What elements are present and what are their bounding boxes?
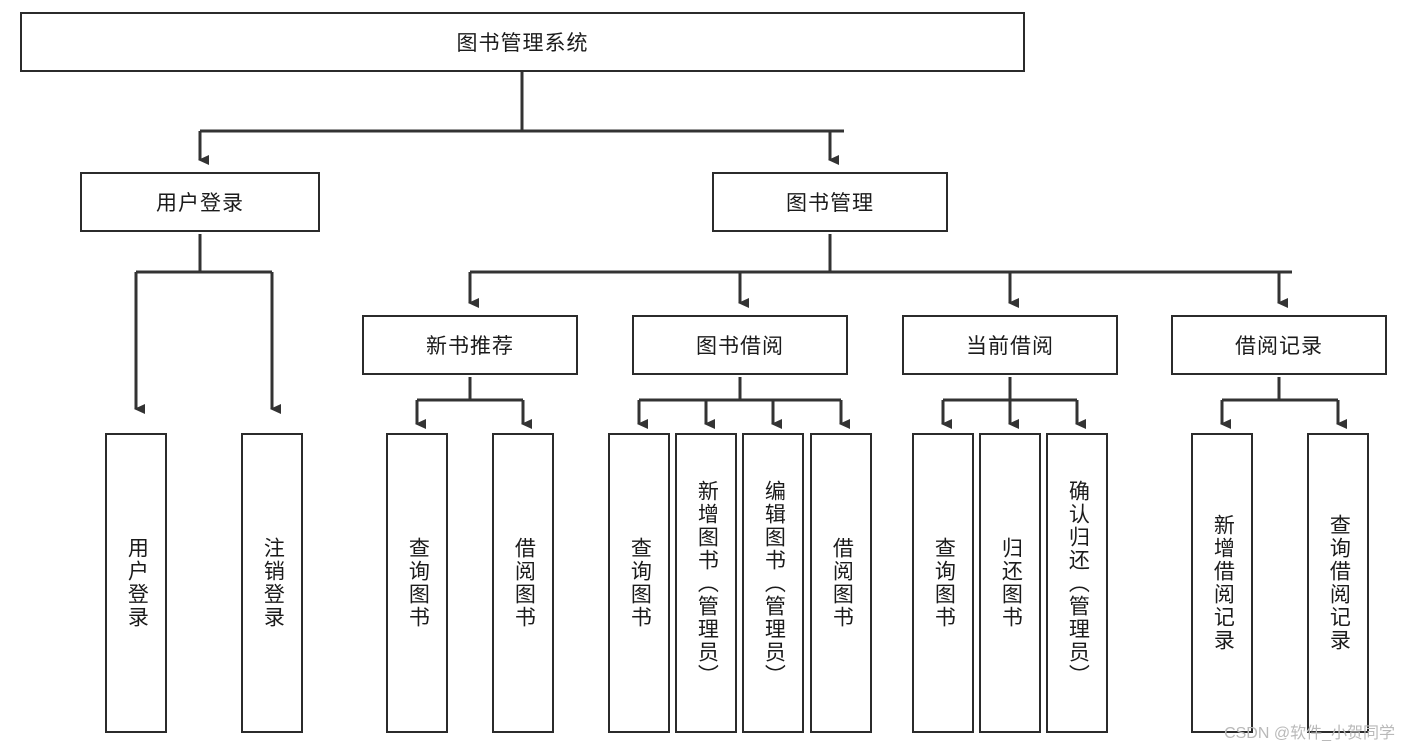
leaf-query-book-1-label: 查询图书 <box>406 537 430 629</box>
leaf-query-book-1[interactable]: 查询图书 <box>386 433 448 733</box>
node-book-borrow[interactable]: 图书借阅 <box>632 315 848 375</box>
node-current-borrow[interactable]: 当前借阅 <box>902 315 1118 375</box>
node-book-manage-label: 图书管理 <box>786 192 874 215</box>
leaf-query-record[interactable]: 查询借阅记录 <box>1307 433 1369 733</box>
leaf-borrow-book-2[interactable]: 借阅图书 <box>810 433 872 733</box>
node-user-login-label: 用户登录 <box>156 192 244 215</box>
leaf-confirm-return[interactable]: 确认归还（管理员） <box>1046 433 1108 733</box>
leaf-add-book-label: 新增图书（管理员） <box>695 479 719 687</box>
node-user-login[interactable]: 用户登录 <box>80 172 320 232</box>
leaf-query-book-2[interactable]: 查询图书 <box>608 433 670 733</box>
leaf-add-book[interactable]: 新增图书（管理员） <box>675 433 737 733</box>
leaf-borrow-book-1-label: 借阅图书 <box>512 537 536 629</box>
watermark: CSDN @软件_小贺同学 <box>1224 725 1395 742</box>
leaf-query-book-2-label: 查询图书 <box>628 537 652 629</box>
node-book-borrow-label: 图书借阅 <box>696 335 784 358</box>
leaf-edit-book[interactable]: 编辑图书（管理员） <box>742 433 804 733</box>
leaf-query-book-3-label: 查询图书 <box>932 537 956 629</box>
leaf-user-logout[interactable]: 注销登录 <box>241 433 303 733</box>
leaf-edit-book-label: 编辑图书（管理员） <box>762 479 786 687</box>
leaf-add-record-label: 新增借阅记录 <box>1211 514 1235 652</box>
node-new-book-recommend[interactable]: 新书推荐 <box>362 315 578 375</box>
node-book-manage[interactable]: 图书管理 <box>712 172 948 232</box>
node-borrow-record[interactable]: 借阅记录 <box>1171 315 1387 375</box>
leaf-user-logout-label: 注销登录 <box>261 537 285 629</box>
node-root-label: 图书管理系统 <box>456 32 589 55</box>
leaf-return-book[interactable]: 归还图书 <box>979 433 1041 733</box>
node-new-book-recommend-label: 新书推荐 <box>426 335 514 358</box>
leaf-add-record[interactable]: 新增借阅记录 <box>1191 433 1253 733</box>
leaf-query-book-3[interactable]: 查询图书 <box>912 433 974 733</box>
node-current-borrow-label: 当前借阅 <box>966 335 1054 358</box>
leaf-borrow-book-1[interactable]: 借阅图书 <box>492 433 554 733</box>
leaf-confirm-return-label: 确认归还（管理员） <box>1066 479 1090 687</box>
leaf-borrow-book-2-label: 借阅图书 <box>830 537 854 629</box>
leaf-user-login-label: 用户登录 <box>125 537 149 629</box>
leaf-return-book-label: 归还图书 <box>999 537 1023 629</box>
node-root[interactable]: 图书管理系统 <box>20 12 1025 72</box>
leaf-user-login[interactable]: 用户登录 <box>105 433 167 733</box>
node-borrow-record-label: 借阅记录 <box>1235 335 1323 358</box>
leaf-query-record-label: 查询借阅记录 <box>1327 514 1351 652</box>
